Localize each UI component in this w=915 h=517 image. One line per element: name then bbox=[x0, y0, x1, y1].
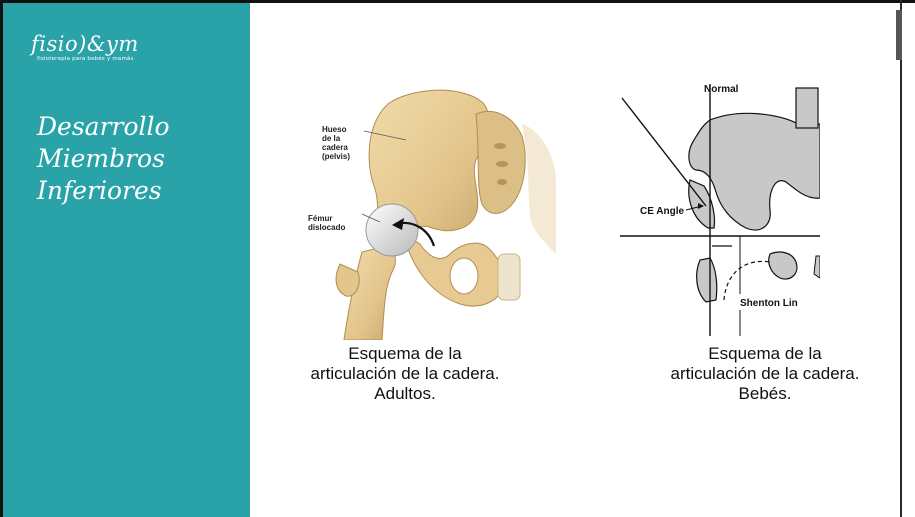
adult-hip-illustration: Hueso de la cadera (pelvis) Fémur disloc… bbox=[300, 84, 558, 340]
label-hueso-3: cadera bbox=[322, 143, 348, 152]
caption-adults-line-1: Esquema de la bbox=[290, 344, 520, 364]
caption-babies-line-1: Esquema de la bbox=[630, 344, 900, 364]
caption-babies-line-2: articulación de la cadera. bbox=[630, 364, 900, 384]
title-line-2: Miembros bbox=[37, 143, 237, 175]
label-ce-angle: CE Angle bbox=[640, 206, 685, 217]
logo-wordmark: fisio)&ym bbox=[31, 33, 139, 55]
label-hueso-4: (pelvis) bbox=[322, 152, 350, 161]
caption-adults-line-2: articulación de la cadera. bbox=[290, 364, 520, 384]
title-line-3: Inferiores bbox=[37, 175, 237, 207]
scrollbar-track[interactable] bbox=[900, 0, 902, 517]
caption-babies: Esquema de la articulación de la cadera.… bbox=[630, 344, 900, 404]
caption-babies-line-3: Bebés. bbox=[630, 384, 900, 404]
label-hueso-1: Hueso bbox=[322, 125, 347, 134]
label-hueso-2: de la bbox=[322, 134, 341, 143]
infant-hip-diagram: Normal CE Angle Shenton Lin bbox=[620, 78, 820, 340]
caption-adults: Esquema de la articulación de la cadera.… bbox=[290, 344, 520, 404]
slide-title: Desarrollo Miembros Inferiores bbox=[37, 111, 237, 207]
label-normal: Normal bbox=[704, 84, 739, 95]
title-line-1: Desarrollo bbox=[37, 111, 237, 143]
title-sidebar: fisio)&ym fisioterapia para bebés y mamá… bbox=[3, 3, 250, 517]
fisiogym-logo: fisio)&ym fisioterapia para bebés y mamá… bbox=[31, 33, 139, 62]
caption-adults-line-3: Adultos. bbox=[290, 384, 520, 404]
scrollbar-thumb[interactable] bbox=[896, 10, 902, 60]
label-femur-2: dislocado bbox=[308, 223, 345, 232]
label-shenton: Shenton Lin bbox=[740, 298, 798, 309]
label-femur-1: Fémur bbox=[308, 214, 332, 223]
logo-tagline: fisioterapia para bebés y mamás bbox=[37, 56, 139, 62]
